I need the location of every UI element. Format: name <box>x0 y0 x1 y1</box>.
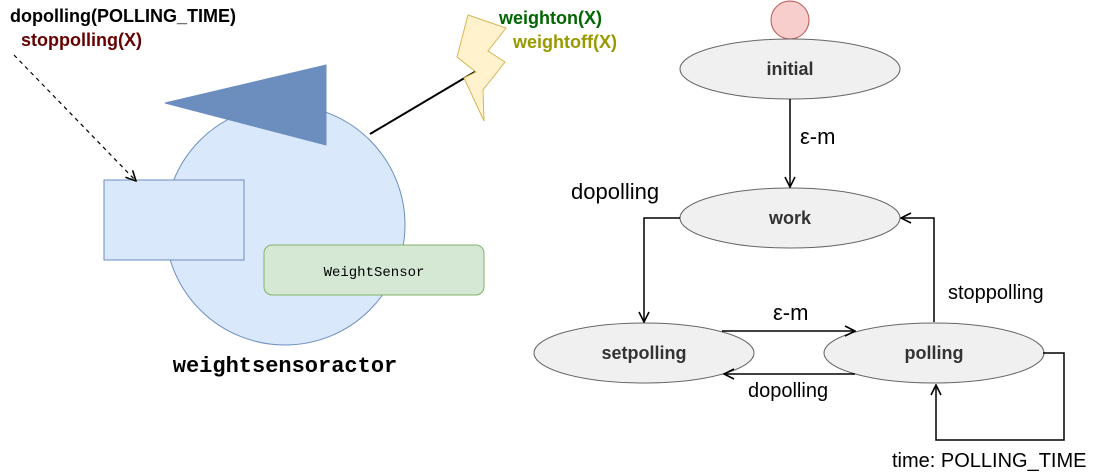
edge-work-to-setpolling-label: dopolling <box>571 179 659 204</box>
state-initial-label: initial <box>766 59 813 79</box>
edge-polling-to-work <box>901 218 935 322</box>
edge-setpolling-to-polling-label: ε-m <box>773 300 808 325</box>
state-setpolling-label: setpolling <box>602 343 687 363</box>
state-work-label: work <box>768 208 812 228</box>
weightsensor-component <box>263 244 485 296</box>
actor-name: weightsensoractor <box>173 354 397 379</box>
edge-work-to-setpolling <box>644 217 680 322</box>
actor-group: WeightSensor weightsensoractor dopolling… <box>10 6 617 379</box>
actor-direction-triangle <box>164 64 327 146</box>
edge-polling-self-loop-label: time: POLLING_TIME <box>892 450 1087 472</box>
lightning-event-icon <box>456 14 507 122</box>
weightoff-event: weightoff(X) <box>512 32 617 52</box>
weighton-event: weighton(X) <box>498 8 602 28</box>
edge-polling-self-loop <box>936 352 1065 441</box>
state-setpolling <box>533 322 755 384</box>
state-polling-label: polling <box>905 343 964 363</box>
stoppolling-message: stoppolling(X) <box>21 30 142 50</box>
edge-polling-to-work-label: stoppolling <box>948 282 1044 304</box>
weightsensor-label: WeightSensor <box>324 265 425 281</box>
event-connector-line <box>369 69 479 135</box>
edge-polling-to-setpolling-label: dopolling <box>748 380 828 402</box>
edge-initial-to-work-label: ε-m <box>800 124 835 149</box>
input-port <box>103 179 245 261</box>
message-dashed-arrow <box>13 54 136 181</box>
start-node <box>770 0 810 40</box>
state-machine-group: initial work setpolling polling ε-m dopo… <box>533 0 1087 472</box>
dopolling-message: dopolling(POLLING_TIME) <box>10 6 236 26</box>
